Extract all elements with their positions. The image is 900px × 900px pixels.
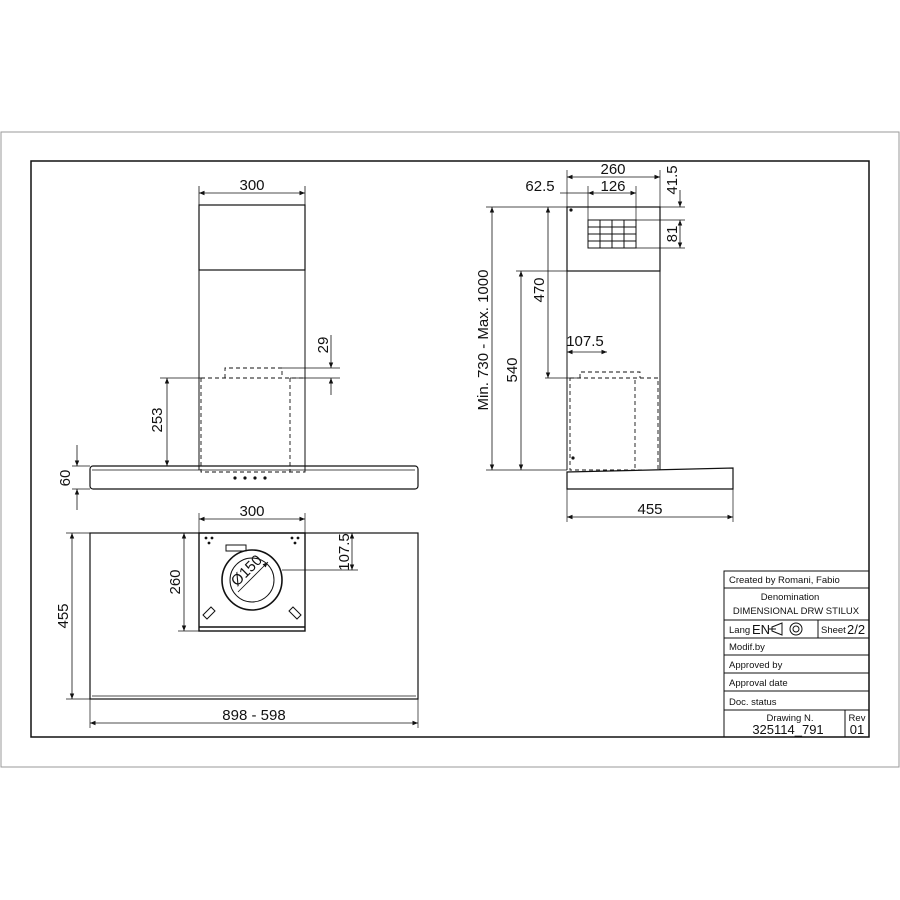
mounting-hole: [207, 541, 211, 545]
plan-view: [66, 513, 419, 728]
side-lower-height: 540: [504, 357, 521, 382]
front-view: [72, 186, 419, 510]
side-vent-top: 41.5: [664, 165, 681, 194]
front-canopy-height: 60: [57, 470, 74, 487]
drawing-number: 325114_791: [752, 722, 823, 737]
front-outlet-offset: 29: [315, 337, 332, 354]
side-chimney-depth: 260: [600, 161, 625, 178]
side-upper-chimney: 470: [531, 277, 548, 302]
rev-label: Rev: [849, 713, 866, 724]
side-indicator-dot: [571, 456, 575, 460]
doc-status-label: Doc. status: [729, 697, 777, 708]
outer-frame: [0, 131, 900, 768]
side-outlet-width: 126: [600, 178, 625, 195]
plan-canopy-depth: 455: [55, 603, 72, 628]
plan-chimney-width: 300: [239, 503, 264, 520]
denomination-value: DIMENSIONAL DRW STILUX: [733, 606, 860, 617]
projection-symbol-icon: [768, 622, 803, 636]
lang-value: EN: [752, 622, 770, 637]
approval-date-label: Approval date: [729, 678, 788, 689]
plan-duct-diameter: Ø150: [228, 552, 266, 590]
mounting-hole: [290, 536, 294, 540]
side-indicator-dot: [569, 208, 573, 212]
rev-value: 01: [850, 722, 864, 737]
denomination-label: Denomination: [761, 592, 820, 603]
sheet-value: 2/2: [847, 622, 865, 637]
approved-label: Approved by: [729, 660, 783, 671]
plan-chimney-depth: 260: [167, 569, 184, 594]
side-vent-height: 81: [664, 226, 681, 243]
sheet-label: Sheet: [821, 625, 846, 636]
side-canopy-depth: 455: [637, 501, 662, 518]
drawing-border: [30, 160, 870, 738]
created-value: Romani, Fabio: [778, 575, 840, 586]
lang-label: Lang: [729, 625, 750, 636]
side-outlet-depth: 107.5: [566, 333, 604, 350]
front-outlet-height: 253: [149, 407, 166, 432]
mounting-hole: [296, 536, 300, 540]
plan-canopy-width: 898 - 598: [222, 707, 285, 724]
mounting-hole: [204, 536, 208, 540]
modif-label: Modif.by: [729, 642, 765, 653]
title-block: [723, 570, 870, 738]
side-view: [486, 170, 734, 522]
drawing-label: Drawing N.: [767, 713, 814, 724]
front-chimney-width: 300: [239, 177, 264, 194]
plan-duct-offset: 107.5: [336, 533, 353, 571]
created-label: Created by: [729, 575, 776, 586]
mounting-hole: [210, 536, 214, 540]
side-total-height: Min. 730 - Max. 1000: [475, 270, 492, 411]
side-wall-offset: 62.5: [525, 178, 554, 195]
vent-grille: [587, 219, 637, 249]
mounting-hole: [293, 541, 297, 545]
